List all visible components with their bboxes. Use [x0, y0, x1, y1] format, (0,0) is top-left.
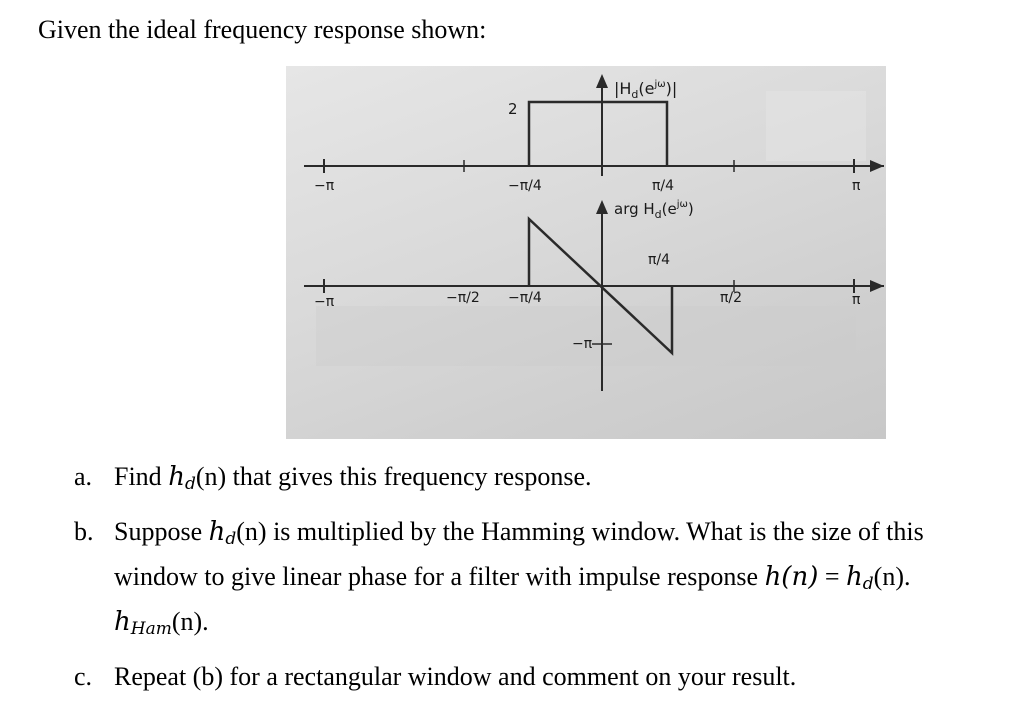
question-b: b. Suppose hd(n) is multiplied by the Ha…	[74, 513, 994, 648]
question-a-marker: a.	[74, 462, 93, 491]
question-c: c. Repeat (b) for a rectangular window a…	[74, 658, 994, 695]
question-list: a. Find hd(n) that gives this frequency …	[74, 458, 994, 705]
mag-tick-pi4: π/4	[652, 178, 674, 194]
frequency-response-figure: 2 |Hd(ejω)| −π −π/4 π/4 π arg Hd(ejω) π/…	[304, 74, 884, 391]
magnitude-axis-arrow	[870, 160, 884, 172]
magnitude-level-label: 2	[508, 100, 518, 118]
question-b-marker: b.	[74, 517, 94, 546]
phase-tick-left-pi: −π	[314, 294, 335, 310]
frequency-response-photo: 2 |Hd(ejω)| −π −π/4 π/4 π arg Hd(ejω) π/…	[286, 66, 886, 439]
phase-response	[527, 216, 674, 356]
phase-tick-right-pi: π	[852, 292, 861, 308]
phase-tick-neg-pi2: −π/2	[446, 290, 480, 306]
phase-axis-arrow	[870, 280, 884, 292]
magnitude-axis-label: |Hd(ejω)|	[614, 79, 677, 101]
mag-tick-neg-pi4: −π/4	[508, 178, 542, 194]
question-c-marker: c.	[74, 662, 93, 691]
phase-vertical-arrow	[596, 200, 608, 214]
magnitude-passband	[527, 100, 669, 166]
mag-tick-right-pi: π	[852, 178, 861, 194]
mag-tick-left-pi: −π	[314, 178, 335, 194]
phase-neg-level-label: −π	[572, 336, 593, 352]
phase-axis-label: arg Hd(ejω)	[614, 199, 694, 221]
phase-tick-pi2: π/2	[720, 290, 742, 306]
phase-level-label: π/4	[648, 252, 670, 268]
problem-intro: Given the ideal frequency response shown…	[38, 15, 487, 44]
phase-tick-neg-pi4: −π/4	[508, 290, 542, 306]
magnitude-vertical-arrow	[596, 74, 608, 88]
question-a: a. Find hd(n) that gives this frequency …	[74, 458, 994, 503]
